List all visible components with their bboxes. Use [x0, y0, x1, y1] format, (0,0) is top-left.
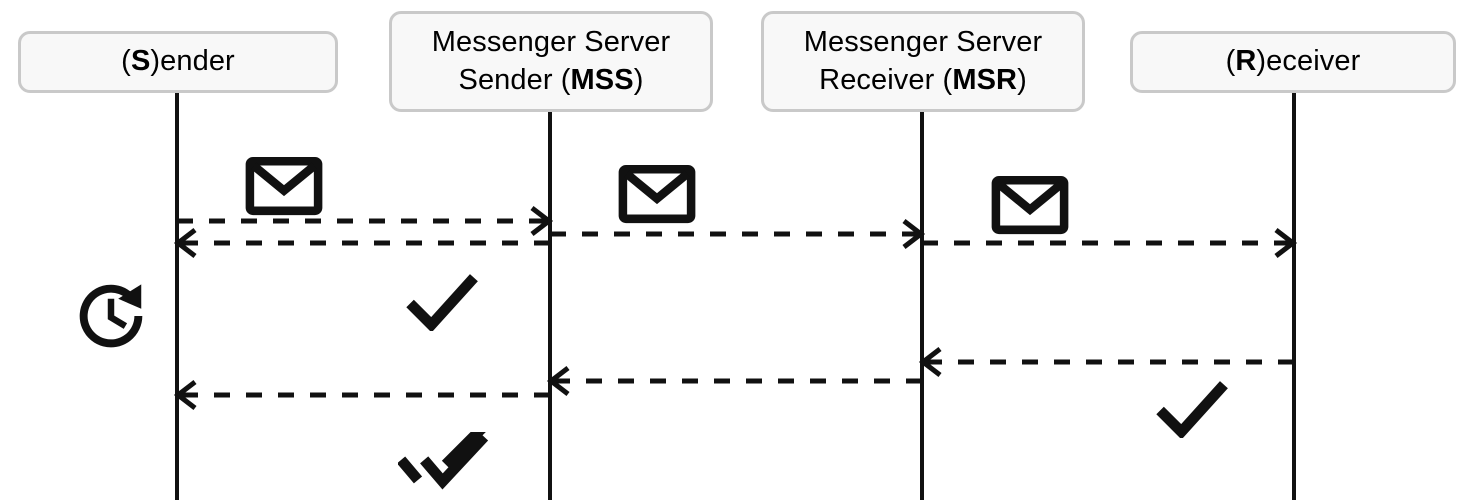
message-arrow-m3: [922, 228, 1298, 258]
participant-label-receiver: (R)eceiver: [1225, 45, 1361, 78]
single-check-icon: [406, 274, 478, 331]
message-arrow-m1: [177, 206, 554, 236]
envelope-icon: [245, 156, 323, 216]
double-check-icon: [398, 432, 489, 490]
lifeline-sender: [175, 93, 179, 500]
clock-retry-icon: [79, 284, 143, 348]
envelope-icon: [991, 175, 1069, 235]
message-arrow-m6: [546, 366, 922, 396]
message-arrow-m2: [550, 219, 926, 249]
lifeline-msr: [920, 112, 924, 500]
participant-label-sender: (S)ender: [121, 45, 235, 78]
single-check-icon: [1156, 381, 1228, 438]
message-arrow-m7: [173, 380, 550, 410]
lifeline-receiver: [1292, 93, 1296, 500]
participant-box-receiver: (R)eceiver: [1130, 31, 1456, 93]
participant-box-sender: (S)ender: [18, 31, 338, 93]
lifeline-mss: [548, 112, 552, 500]
message-arrow-m5: [918, 347, 1294, 377]
envelope-icon: [618, 164, 696, 224]
message-arrow-m4: [173, 228, 550, 258]
